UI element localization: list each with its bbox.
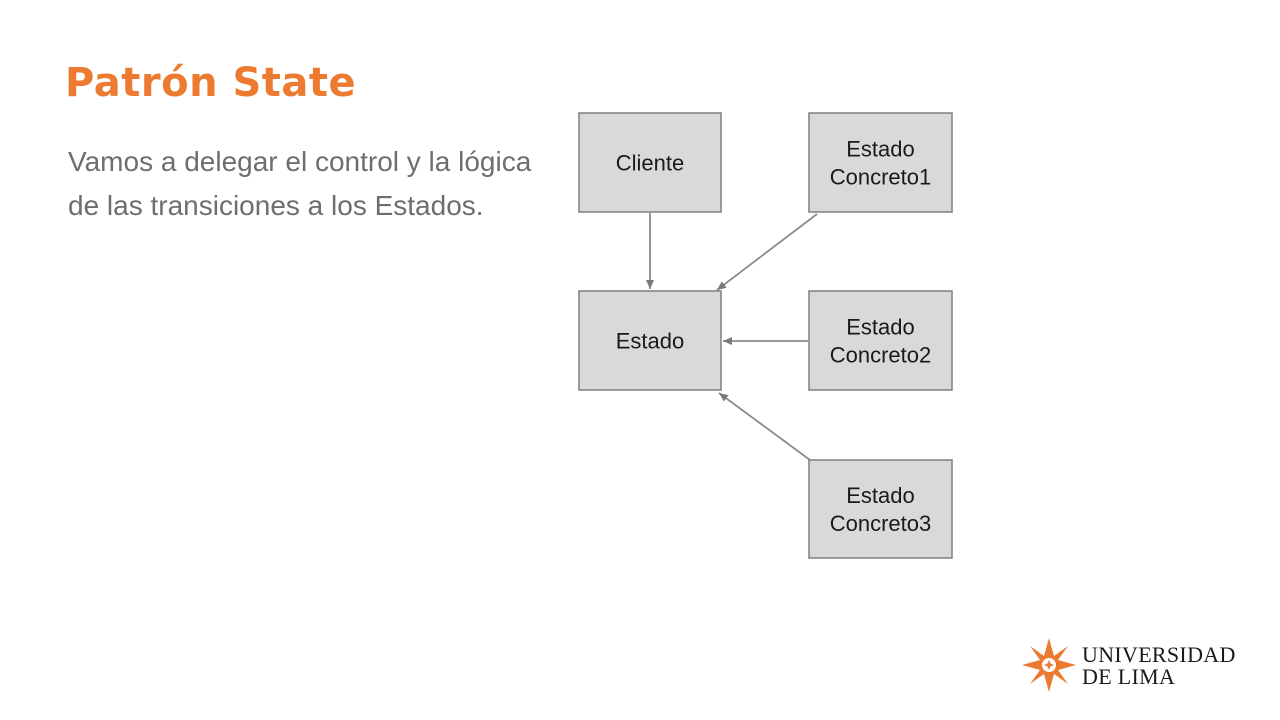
node-label: Estado (846, 315, 915, 340)
node-label: Estado (616, 329, 685, 354)
node-label: Concreto1 (830, 165, 932, 190)
node-box (578, 290, 722, 391)
node-label: Concreto3 (830, 511, 932, 536)
node-box (808, 112, 953, 213)
node-box (808, 290, 953, 391)
edge-estado-concreto3-to-estado (718, 392, 811, 461)
node-label: Estado (846, 483, 915, 508)
logo-text: UNIVERSIDAD DE LIMA (1082, 644, 1236, 688)
universidad-de-lima-logo: UNIVERSIDAD DE LIMA (1020, 636, 1260, 696)
node-box (808, 459, 953, 559)
nodes-layer: ClienteEstadoEstadoConcreto1EstadoConcre… (578, 112, 953, 559)
node-cliente: Cliente (578, 112, 722, 213)
logo-line-1: UNIVERSIDAD (1082, 642, 1236, 667)
node-label: Concreto2 (830, 343, 932, 368)
edge-estado-concreto1-to-estado (716, 213, 818, 291)
slide-title: Patrón State (65, 60, 357, 106)
slide-body-text: Vamos a delegar el control y la lógica d… (68, 146, 532, 221)
node-estado: Estado (578, 290, 722, 391)
node-label: Cliente (616, 151, 684, 176)
star-logo-icon (1022, 638, 1076, 692)
node-box (578, 112, 722, 213)
logo-line-2: DE LIMA (1082, 664, 1176, 689)
node-label: Estado (846, 137, 915, 162)
edges-layer (646, 213, 818, 461)
